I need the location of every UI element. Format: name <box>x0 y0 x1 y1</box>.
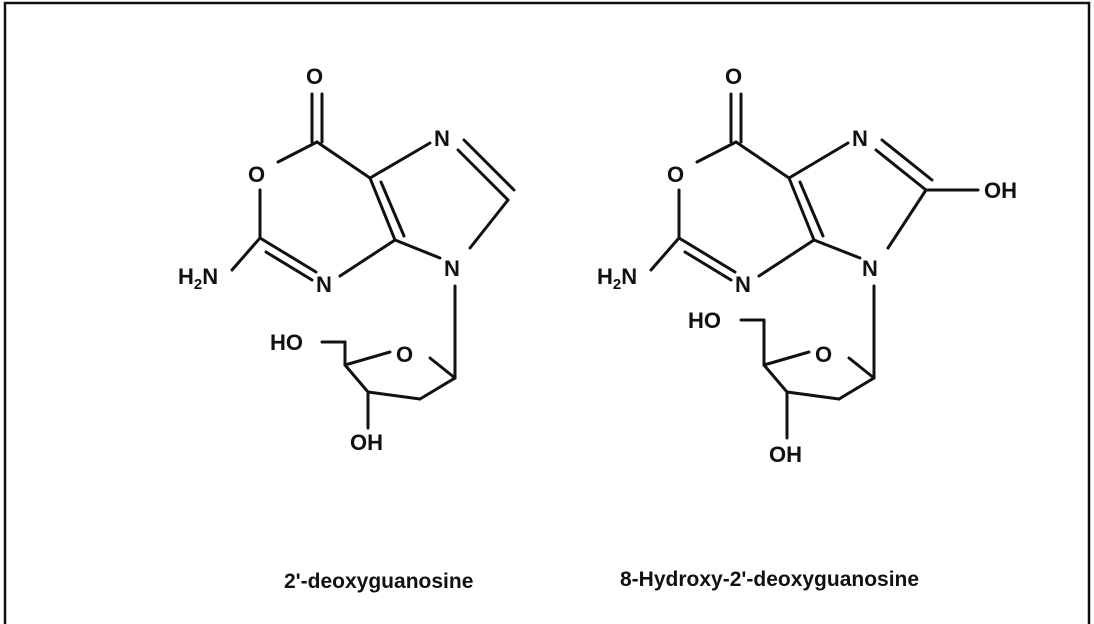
imine-nitrogen: N <box>434 126 450 151</box>
ring-oxygen: O <box>667 162 684 187</box>
hydroxyl-8: OH <box>984 178 1017 203</box>
sugar-oxygen: O <box>815 342 832 367</box>
ring-nitrogen-3: N <box>735 272 751 297</box>
ring-oxygen: O <box>248 162 265 187</box>
ring-nitrogen-3: N <box>316 272 332 297</box>
figure-frame <box>3 1 1091 624</box>
caption-deoxyguanosine: 2'-deoxyguanosine <box>284 570 473 593</box>
hydroxyl-3prime: OH <box>769 442 802 467</box>
imine-nitrogen: N <box>852 126 868 151</box>
hydroxyl-3prime: OH <box>350 430 383 455</box>
atom-labels: O O N N N H2N O HO OH <box>178 64 460 455</box>
hydroxyl-5prime: HO <box>688 308 721 333</box>
carbonyl-oxygen: O <box>306 64 323 89</box>
molecule-deoxyguanosine: O O N N N H2N O HO OH 2'-deoxyguanosine <box>178 64 516 593</box>
molecule-8-hydroxy-deoxyguanosine: O O N N N H2N O HO OH OH 8-Hydroxy-2'-de… <box>597 64 1017 591</box>
amine-group: H2N <box>597 264 637 293</box>
ring-nitrogen-9: N <box>444 256 460 281</box>
bonds <box>230 92 516 430</box>
carbonyl-oxygen: O <box>725 64 742 89</box>
caption-8-hydroxy-deoxyguanosine: 8-Hydroxy-2'-deoxyguanosine <box>620 568 919 591</box>
ring-nitrogen-9: N <box>862 256 878 281</box>
sugar-oxygen: O <box>396 342 413 367</box>
atom-labels: O O N N N H2N O HO OH OH <box>597 64 1017 467</box>
hydroxyl-5prime: HO <box>270 330 303 355</box>
bonds <box>649 92 980 440</box>
amine-group: H2N <box>178 264 218 293</box>
